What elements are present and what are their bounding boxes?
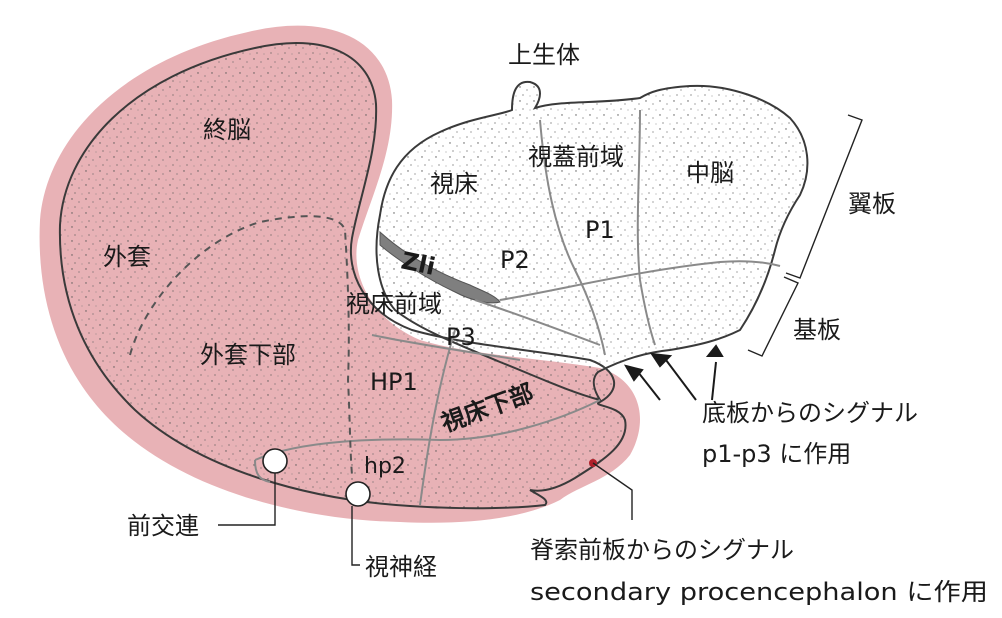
anterior-commissure-leader xyxy=(218,473,276,526)
floor-plate-arrows xyxy=(623,344,724,401)
zli-wedge xyxy=(379,230,501,304)
optic-nerve-circle xyxy=(345,481,371,507)
label-optic-nerve: 視神経 xyxy=(365,553,437,581)
label-subpallium: 外套下部 xyxy=(200,341,296,369)
label-roof-signal-2: secondary procencephalon に作用 xyxy=(530,578,988,606)
arrow-head-1 xyxy=(623,364,644,382)
boundary-p3-hypothalamus xyxy=(371,334,521,361)
label-pineal: 上生体 xyxy=(508,41,580,69)
label-roof-signal-1: 脊索前板からのシグナル xyxy=(530,536,794,564)
internal-boundaries xyxy=(254,109,781,506)
prechordal-signal-leader xyxy=(592,462,633,520)
label-p1: P1 xyxy=(585,216,615,244)
label-midbrain: 中脳 xyxy=(686,159,734,187)
pallium-subpallium-dashed xyxy=(129,215,353,476)
boundary-hypothalamic-lower xyxy=(254,459,271,483)
label-alar-plate: 翼板 xyxy=(848,190,896,218)
arrow-head-3 xyxy=(705,344,724,357)
label-hp1: HP1 xyxy=(370,368,418,396)
label-thalamus: 視床 xyxy=(430,170,478,198)
label-pretectum: 視蓋前域 xyxy=(528,143,624,171)
optic-nerve-leader xyxy=(351,506,360,566)
boundary-p1-p2 xyxy=(539,119,606,356)
label-zli: Zli xyxy=(399,246,438,280)
basal-bracket xyxy=(747,276,799,357)
boundary-p2-p3 xyxy=(474,299,601,346)
alar-bracket xyxy=(785,114,863,279)
label-prethalamus: 視床前域 xyxy=(346,290,442,318)
boundary-p1-midbrain xyxy=(636,109,656,346)
label-telencephalon: 終脳 xyxy=(203,116,251,144)
boundary-hp1-hp2 xyxy=(419,329,456,506)
boundary-alar-basal xyxy=(499,260,781,301)
label-pallium: 外套 xyxy=(103,243,151,271)
forebrain-outline xyxy=(58,41,627,510)
anterior-commissure-circle xyxy=(262,448,288,474)
arrow-head-2 xyxy=(649,352,673,368)
label-p2: P2 xyxy=(500,246,530,274)
label-p3: P3 xyxy=(446,323,476,351)
label-floor-signal-1: 底板からのシグナル xyxy=(702,399,918,427)
label-basal-plate: 基板 xyxy=(793,316,841,344)
label-floor-signal-2: p1-p3 に作用 xyxy=(702,440,851,468)
label-anterior-commissure: 前交連 xyxy=(127,512,199,540)
boundary-subpallium-floor xyxy=(254,399,601,461)
diencephalon-midbrain-outline xyxy=(375,80,809,402)
label-hp2: hp2 xyxy=(364,454,406,479)
